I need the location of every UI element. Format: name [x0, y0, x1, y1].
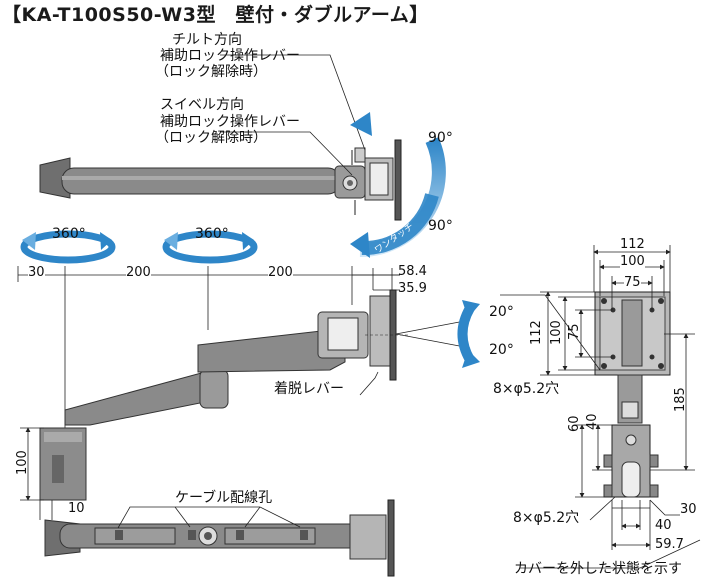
dim-35-9: 35.9 [398, 281, 427, 296]
dim-40-bottom: 40 [655, 518, 672, 533]
holes-bottom-label: 8×φ5.2穴 [513, 510, 580, 526]
cable-hole-label: ケーブル配線孔 [175, 490, 273, 506]
middle-head-bracket [369, 295, 393, 367]
dim-112-top: 112 [620, 237, 645, 252]
bottom-arm-assembly [44, 499, 395, 577]
dim-100-height: 100 [15, 450, 30, 475]
top-arm-body [61, 167, 341, 195]
holes-top-label: 8×φ5.2穴 [493, 381, 560, 397]
tilt-up-angle: 90° [428, 130, 453, 146]
tilt-down-angle: 90° [428, 218, 453, 234]
dim-30-right: 30 [680, 502, 697, 517]
dim-75-left: 75 [567, 323, 582, 340]
dim-59-7: 59.7 [655, 537, 684, 552]
dim-200-a: 200 [126, 265, 151, 280]
rotation-middle-angle: 360° [195, 226, 229, 242]
dim-200-b: 200 [268, 265, 293, 280]
detach-lever-label: 着脱レバー [274, 381, 344, 397]
dim-30-left: 30 [28, 265, 45, 280]
rotation-arrow-middle [162, 230, 258, 264]
swivel-lever-callout-line1: スイベル方向 [160, 97, 244, 113]
tilt-lever-callout-line1: チルト方向 [172, 32, 242, 48]
dim-10: 10 [68, 501, 85, 516]
dim-60: 60 [567, 415, 582, 432]
swivel-down-angle: 20° [489, 342, 514, 358]
rotation-left-angle: 360° [52, 226, 86, 242]
dim-100-left: 100 [549, 320, 564, 345]
cover-removed-note: カバーを外した状態を示す [514, 561, 682, 577]
swivel-up-angle: 20° [489, 304, 514, 320]
wall-bracket-side [39, 427, 87, 501]
top-arm-assembly [39, 139, 402, 221]
dim-112-left: 112 [529, 320, 544, 345]
dim-75-top: 75 [624, 275, 641, 290]
top-vesa-plate [394, 139, 402, 221]
dim-185: 185 [673, 387, 688, 412]
tilt-down-arrow [361, 193, 439, 256]
rotation-arrow-left [20, 230, 116, 264]
horizontal-dimension-line [17, 266, 400, 430]
top-arm-wall-bracket [39, 157, 71, 199]
front-view [594, 291, 671, 498]
dim-58-4: 58.4 [398, 264, 427, 279]
tilt-lever-callout-line3: （ロック解除時） [155, 64, 267, 80]
swivel-lever-callout-line2: 補助ロック操作レバー [160, 114, 300, 130]
diagram-title: 【KA-T100S50-W3型 壁付・ダブルアーム】 [2, 4, 429, 26]
dim-100-top: 100 [620, 254, 645, 269]
dim-40-vertical: 40 [585, 413, 600, 430]
swivel-lever-callout-line3: （ロック解除時） [155, 130, 267, 146]
tilt-lever-callout-line2: 補助ロック操作レバー [160, 48, 300, 64]
